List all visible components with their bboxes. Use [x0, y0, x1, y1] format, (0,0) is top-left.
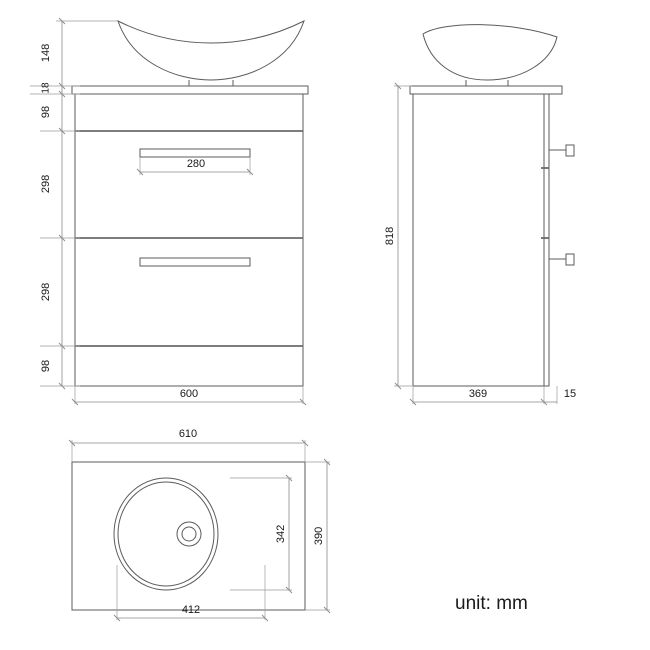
- top-countertop-outline: [71, 461, 306, 611]
- tick-412-right: [261, 614, 269, 622]
- side-height-dimension: 818: [384, 82, 412, 390]
- tick-298a: [58, 234, 66, 242]
- tick-280-right: [246, 168, 254, 176]
- tick-298b: [58, 342, 66, 350]
- dim-label-18: 18: [41, 82, 52, 94]
- side-cabinet-body: [412, 93, 550, 387]
- tick-342-top: [285, 474, 293, 482]
- dim-label-342: 342: [275, 525, 287, 543]
- tick-412-left: [113, 614, 121, 622]
- front-handle-upper: [139, 148, 251, 158]
- tick-280-left: [136, 168, 144, 176]
- dim-label-369: 369: [469, 388, 487, 400]
- tick-818-bottom: [394, 382, 402, 390]
- tick-148-top: [58, 17, 66, 25]
- side-handle-lower: [549, 253, 575, 266]
- tick-98b: [58, 382, 66, 390]
- front-handle-dimension: 280: [136, 157, 254, 176]
- front-vertical-dimensions: 148 18 98 298 298 98: [30, 17, 118, 390]
- tick-600-right: [299, 398, 307, 406]
- dim-label-412: 412: [182, 604, 200, 616]
- top-drain-inner-ring: [182, 527, 196, 541]
- tick-390-top: [323, 458, 331, 466]
- top-drain-outer-ring: [177, 522, 201, 546]
- top-plan-view: 610 390 342: [68, 428, 331, 622]
- tick-18-bottom: [58, 90, 66, 98]
- side-basin-outline: [423, 25, 557, 80]
- side-handle-upper: [549, 144, 575, 157]
- dim-label-98b: 98: [40, 360, 52, 372]
- tick-18-top: [58, 82, 66, 90]
- side-handle-upper-knob: [565, 144, 575, 157]
- top-basin-outer-rim: [114, 478, 218, 590]
- side-countertop: [409, 85, 563, 95]
- dim-label-298b: 298: [40, 283, 52, 301]
- top-width-dimension: 610: [68, 428, 309, 462]
- dim-label-818: 818: [384, 227, 396, 245]
- tick-390-bottom: [323, 606, 331, 614]
- side-depth-dimension: 369 15: [409, 386, 576, 406]
- side-elevation-view: 818 369 15: [384, 25, 576, 406]
- tick-600-left: [71, 398, 79, 406]
- dim-label-280: 280: [187, 158, 205, 170]
- dim-label-600: 600: [180, 388, 198, 400]
- top-depth-dimension: 390: [305, 458, 331, 614]
- front-cabinet-body: [74, 93, 304, 387]
- basin-pedestal: [189, 80, 233, 86]
- dim-label-390: 390: [313, 527, 325, 545]
- dim-label-98a: 98: [40, 106, 52, 118]
- dim-label-610: 610: [179, 428, 197, 440]
- front-elevation-view: 148 18 98 298 298 98 280: [30, 17, 309, 406]
- basin-body-outline: [118, 21, 304, 80]
- dim-label-148: 148: [40, 44, 52, 62]
- top-basin-inner-bowl: [118, 482, 214, 586]
- tick-610-right: [301, 439, 309, 447]
- dim-label-298a: 298: [40, 175, 52, 193]
- dim-label-15: 15: [564, 388, 576, 400]
- unit-note-label: unit: mm: [455, 593, 528, 614]
- front-width-dimension: 600: [71, 386, 307, 406]
- side-basin-shape: [423, 25, 557, 86]
- tick-610-left: [68, 439, 76, 447]
- front-handle-lower: [139, 257, 251, 267]
- tick-98a: [58, 127, 66, 135]
- top-basin-width-dimension: 412: [113, 565, 269, 622]
- tick-342-bottom: [285, 586, 293, 594]
- side-handle-lower-knob: [565, 253, 575, 266]
- tick-818-top: [394, 82, 402, 90]
- tick-369-left: [409, 398, 417, 406]
- front-basin-shape: [118, 21, 304, 86]
- front-countertop: [71, 85, 309, 95]
- tick-369-right: [540, 398, 548, 406]
- top-basin-depth-dimension: 342: [230, 474, 293, 594]
- side-basin-pedestal: [466, 80, 508, 86]
